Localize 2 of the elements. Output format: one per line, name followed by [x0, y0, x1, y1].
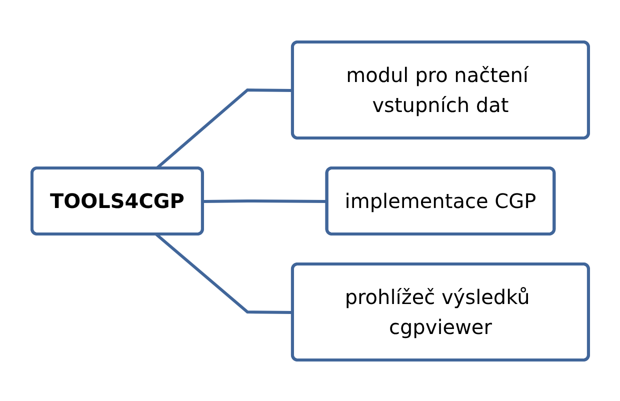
connector: [155, 232, 293, 314]
connector: [202, 199, 328, 202]
